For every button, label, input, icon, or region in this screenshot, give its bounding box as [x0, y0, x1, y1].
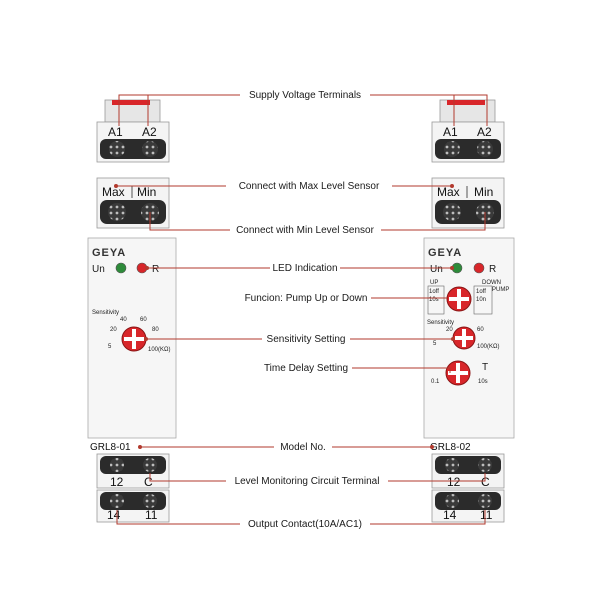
left-led-r-label: R [152, 264, 159, 275]
right-func-pump: PUMP [492, 287, 509, 293]
left-sens-tick-20: 20 [110, 327, 117, 333]
label-min-sensor: Connect with Min Level Sensor [236, 225, 375, 236]
left-sens-tick-40: 40 [120, 317, 127, 323]
right-terminal-14: 14 [443, 508, 457, 522]
label-circuit-terminal: Level Monitoring Circuit Terminal [235, 476, 380, 487]
right-time-delay-knob[interactable] [445, 360, 471, 386]
leader-dots [114, 184, 455, 449]
label-max-sensor: Connect with Max Level Sensor [239, 181, 380, 192]
right-func-opt-4: 10n [476, 297, 486, 303]
label-model-no: Model No. [280, 442, 326, 453]
left-screw-a2 [142, 141, 158, 157]
right-screw-a2 [477, 141, 493, 157]
right-time-tick-min: 0.1 [431, 379, 440, 385]
left-top-red-cap [112, 100, 150, 105]
right-sens-tick-5: 5 [433, 341, 437, 347]
leader-time [352, 367, 451, 373]
right-func-down: DOWN [482, 280, 501, 286]
left-terminal-11: 11 [145, 508, 158, 522]
leader-circuit-left [149, 473, 226, 482]
left-screw-a1 [109, 141, 125, 157]
leader-min-left [149, 212, 230, 231]
annotation-labels: Supply Voltage Terminals Connect with Ma… [235, 90, 380, 530]
right-func-up: UP [430, 280, 438, 286]
right-func-opt-1: 1off [429, 289, 439, 295]
right-func-opt-2: 10s [429, 297, 439, 303]
right-led-r-label: R [489, 264, 496, 275]
right-terminal-c: C [481, 475, 490, 489]
left-sens-tick-5: 5 [108, 344, 112, 350]
left-sens-tick-100: 100(KΩ) [148, 347, 171, 353]
label-supply-voltage: Supply Voltage Terminals [249, 90, 361, 101]
left-sens-tick-80: 80 [152, 327, 159, 333]
leader-output-right [370, 510, 486, 525]
right-sensitivity-knob[interactable] [452, 326, 476, 350]
left-terminal-min: Min [137, 185, 156, 199]
left-terminal-12: 12 [110, 475, 124, 489]
left-terminal-max: Max [102, 185, 125, 199]
right-sens-tick-100: 100(KΩ) [477, 344, 500, 350]
leader-circuit-right [388, 473, 486, 482]
right-screw-a1 [444, 141, 460, 157]
left-terminal-a1: A1 [108, 125, 123, 139]
right-sens-tick-20: 20 [446, 327, 453, 333]
right-terminal-a2: A2 [477, 125, 492, 139]
left-relay-device: A1 A2 Max Min GEYA Un R Sensitivity 5 20… [87, 99, 177, 523]
left-sensitivity-knob[interactable] [121, 326, 147, 352]
left-terminal-a2: A2 [142, 125, 157, 139]
right-led-un-label: Un [430, 264, 443, 275]
left-led-green-icon [115, 262, 127, 274]
left-screw-max [108, 203, 126, 221]
right-function-knob[interactable] [446, 286, 472, 312]
label-led-indication: LED Indication [272, 263, 337, 274]
right-screw-max [443, 203, 461, 221]
left-model-number: GRL8-01 [90, 442, 131, 453]
label-function: Funcion: Pump Up or Down [245, 293, 368, 304]
right-terminal-12: 12 [447, 475, 461, 489]
right-top-red-cap [447, 100, 485, 105]
right-relay-device: A1 A2 Max Min GEYA Un R UP DOWN PUMP 1of… [423, 99, 515, 523]
leader-min-right [381, 212, 486, 231]
right-model-number: GRL8-02 [430, 442, 471, 453]
leader-output-left [116, 510, 240, 525]
right-time-tick-max: 10s [478, 379, 488, 385]
right-sens-tick-60: 60 [477, 327, 484, 333]
right-sensitivity-label: Sensitivity [427, 320, 454, 326]
right-brand-logo: GEYA [428, 247, 462, 259]
left-brand-logo: GEYA [92, 247, 126, 259]
right-terminal-min: Min [474, 185, 493, 199]
right-terminal-11: 11 [480, 508, 493, 522]
right-terminal-a1: A1 [443, 125, 458, 139]
leader-lines [116, 94, 488, 525]
label-output-contact: Output Contact(10A/AC1) [248, 519, 362, 530]
right-led-red-icon [473, 262, 485, 274]
right-supply-bracket [453, 94, 488, 126]
right-func-opt-3: 1off [476, 289, 486, 295]
left-sensitivity-label: Sensitivity [92, 310, 119, 316]
left-terminal-14: 14 [107, 508, 121, 522]
label-time-delay: Time Delay Setting [264, 363, 348, 374]
left-sens-tick-60: 60 [140, 317, 147, 323]
right-terminal-max: Max [437, 185, 460, 199]
label-sensitivity: Sensitivity Setting [267, 334, 346, 345]
left-led-un-label: Un [92, 264, 105, 275]
right-time-symbol: T [482, 362, 488, 373]
left-terminal-c: C [144, 475, 153, 489]
